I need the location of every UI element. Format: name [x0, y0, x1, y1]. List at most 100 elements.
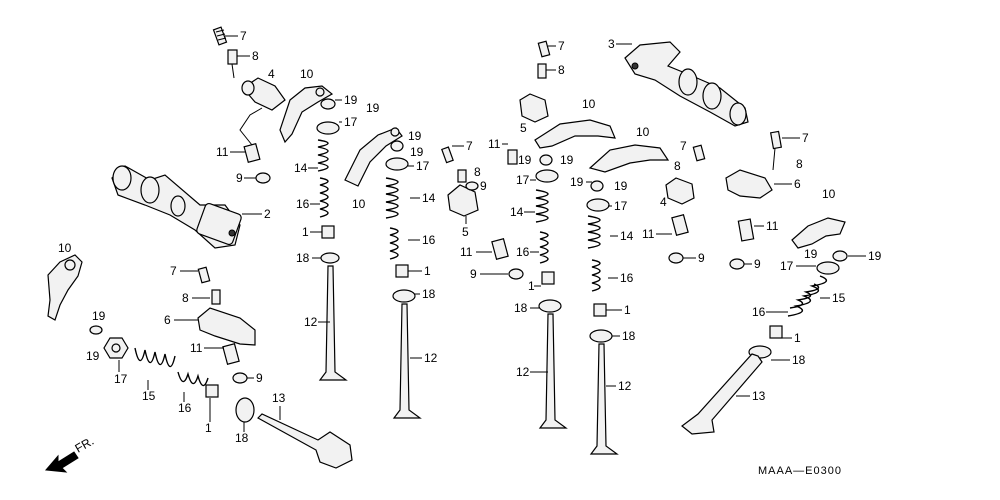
callout-9: 9	[256, 371, 263, 385]
screw-7-right-center	[692, 144, 706, 162]
callout-9: 9	[236, 171, 243, 185]
callout-19: 19	[804, 247, 818, 261]
rocker-arm-10-center-right	[588, 144, 670, 173]
camshaft-left	[111, 165, 242, 249]
callout-9: 9	[698, 251, 705, 265]
callout-8: 8	[796, 157, 803, 171]
callout-7: 7	[466, 139, 473, 153]
screw-7-center	[441, 146, 454, 164]
callout-8: 8	[674, 159, 681, 173]
pad-9-upper-left	[255, 172, 271, 184]
callout-14: 14	[620, 229, 634, 243]
catalog-code: MAAA—E0300	[758, 465, 842, 477]
callout-4: 4	[660, 195, 667, 209]
valve-stack-col2	[385, 140, 422, 419]
rocker-arm-10-far-right	[791, 217, 846, 249]
callout-8: 8	[474, 165, 481, 179]
callout-16: 16	[620, 271, 634, 285]
callout-4: 4	[268, 67, 275, 81]
callout-17: 17	[780, 259, 794, 273]
callout-7: 7	[802, 131, 809, 145]
valve-stack-col1	[316, 98, 348, 381]
callout-12: 12	[618, 379, 632, 393]
callout-13: 13	[752, 389, 766, 403]
callout-1: 1	[424, 264, 431, 278]
callout-7: 7	[680, 139, 687, 153]
callout-18: 18	[792, 353, 806, 367]
callout-18: 18	[622, 329, 636, 343]
callout-9: 9	[754, 257, 761, 271]
callout-11: 11	[642, 227, 655, 241]
pad-9-far-right	[729, 258, 745, 270]
callout-8: 8	[252, 49, 259, 63]
callout-12: 12	[304, 315, 318, 329]
callout-10: 10	[58, 241, 72, 255]
callout-19: 19	[868, 249, 882, 263]
callout-18: 18	[422, 287, 436, 301]
callout-15: 15	[142, 389, 156, 403]
callout-11: 11	[190, 341, 203, 355]
callout-9: 9	[470, 267, 477, 281]
lifter-4-right-center	[665, 177, 695, 205]
callout-19: 19	[408, 129, 422, 143]
locknut-8-upper-left	[227, 49, 238, 79]
callout-1: 1	[205, 421, 212, 435]
callout-11: 11	[488, 137, 501, 151]
lifter-5-center	[447, 184, 479, 217]
screw-7-far-right	[769, 130, 783, 171]
front-marker-label: FR.	[73, 434, 97, 456]
callout-6: 6	[794, 177, 801, 191]
lifter-11-center	[491, 238, 509, 260]
lifter-11-upper-left	[239, 107, 263, 164]
valve-stack-lower-left	[89, 325, 353, 469]
lifter-11-right-center	[671, 214, 689, 236]
locknut-8-top-center	[537, 63, 547, 79]
lifter-6-far-right	[725, 169, 773, 199]
callout-18: 18	[514, 301, 528, 315]
pad-9-right-center	[668, 252, 684, 264]
lifter-5-top-center	[519, 93, 549, 123]
lifter-11-top-center	[507, 149, 518, 165]
callout-6: 6	[164, 313, 171, 327]
rocker-arm-10-center-left	[344, 127, 403, 187]
callout-8: 8	[558, 63, 565, 77]
callout-19: 19	[410, 145, 424, 159]
callout-19: 19	[92, 309, 106, 323]
locknut-8-lower-left	[211, 289, 221, 305]
callout-1: 1	[794, 331, 801, 345]
callout-1: 1	[302, 225, 309, 239]
rocker-arm-left-lower	[47, 254, 83, 321]
pad-9-center-lower	[508, 268, 524, 280]
callout-7: 7	[240, 29, 247, 43]
callout-19: 19	[518, 153, 532, 167]
callout-8: 8	[182, 291, 189, 305]
valve-stack-col4	[586, 180, 619, 455]
callout-10: 10	[582, 97, 596, 111]
adjuster-screw-7-upper-left	[212, 26, 228, 46]
callout-11: 11	[216, 145, 229, 159]
callout-14: 14	[510, 205, 524, 219]
callout-16: 16	[752, 305, 766, 319]
callout-5: 5	[520, 121, 527, 135]
screw-7-top-center	[537, 40, 551, 58]
callout-10: 10	[352, 197, 366, 211]
callout-7: 7	[558, 39, 565, 53]
callout-labels: 7 8 4 10 19 19 17 11 9 14 2 16 1 18 10 7…	[58, 29, 882, 445]
callout-14: 14	[294, 161, 308, 175]
callout-3: 3	[608, 37, 615, 51]
valve-stack-far-right	[681, 250, 848, 435]
callout-19: 19	[570, 175, 584, 189]
callout-7: 7	[170, 264, 177, 278]
rocker-shaft-4-left	[241, 77, 286, 111]
callout-18: 18	[235, 431, 249, 445]
callout-17: 17	[416, 159, 430, 173]
pad-9-center	[465, 181, 479, 191]
callout-19: 19	[614, 179, 628, 193]
callout-11: 11	[460, 245, 473, 259]
rocker-arm-10-center-top	[534, 119, 616, 149]
callout-18: 18	[296, 251, 310, 265]
front-direction-arrow: FR.	[44, 434, 97, 473]
callout-12: 12	[424, 351, 438, 365]
callout-17: 17	[614, 199, 628, 213]
